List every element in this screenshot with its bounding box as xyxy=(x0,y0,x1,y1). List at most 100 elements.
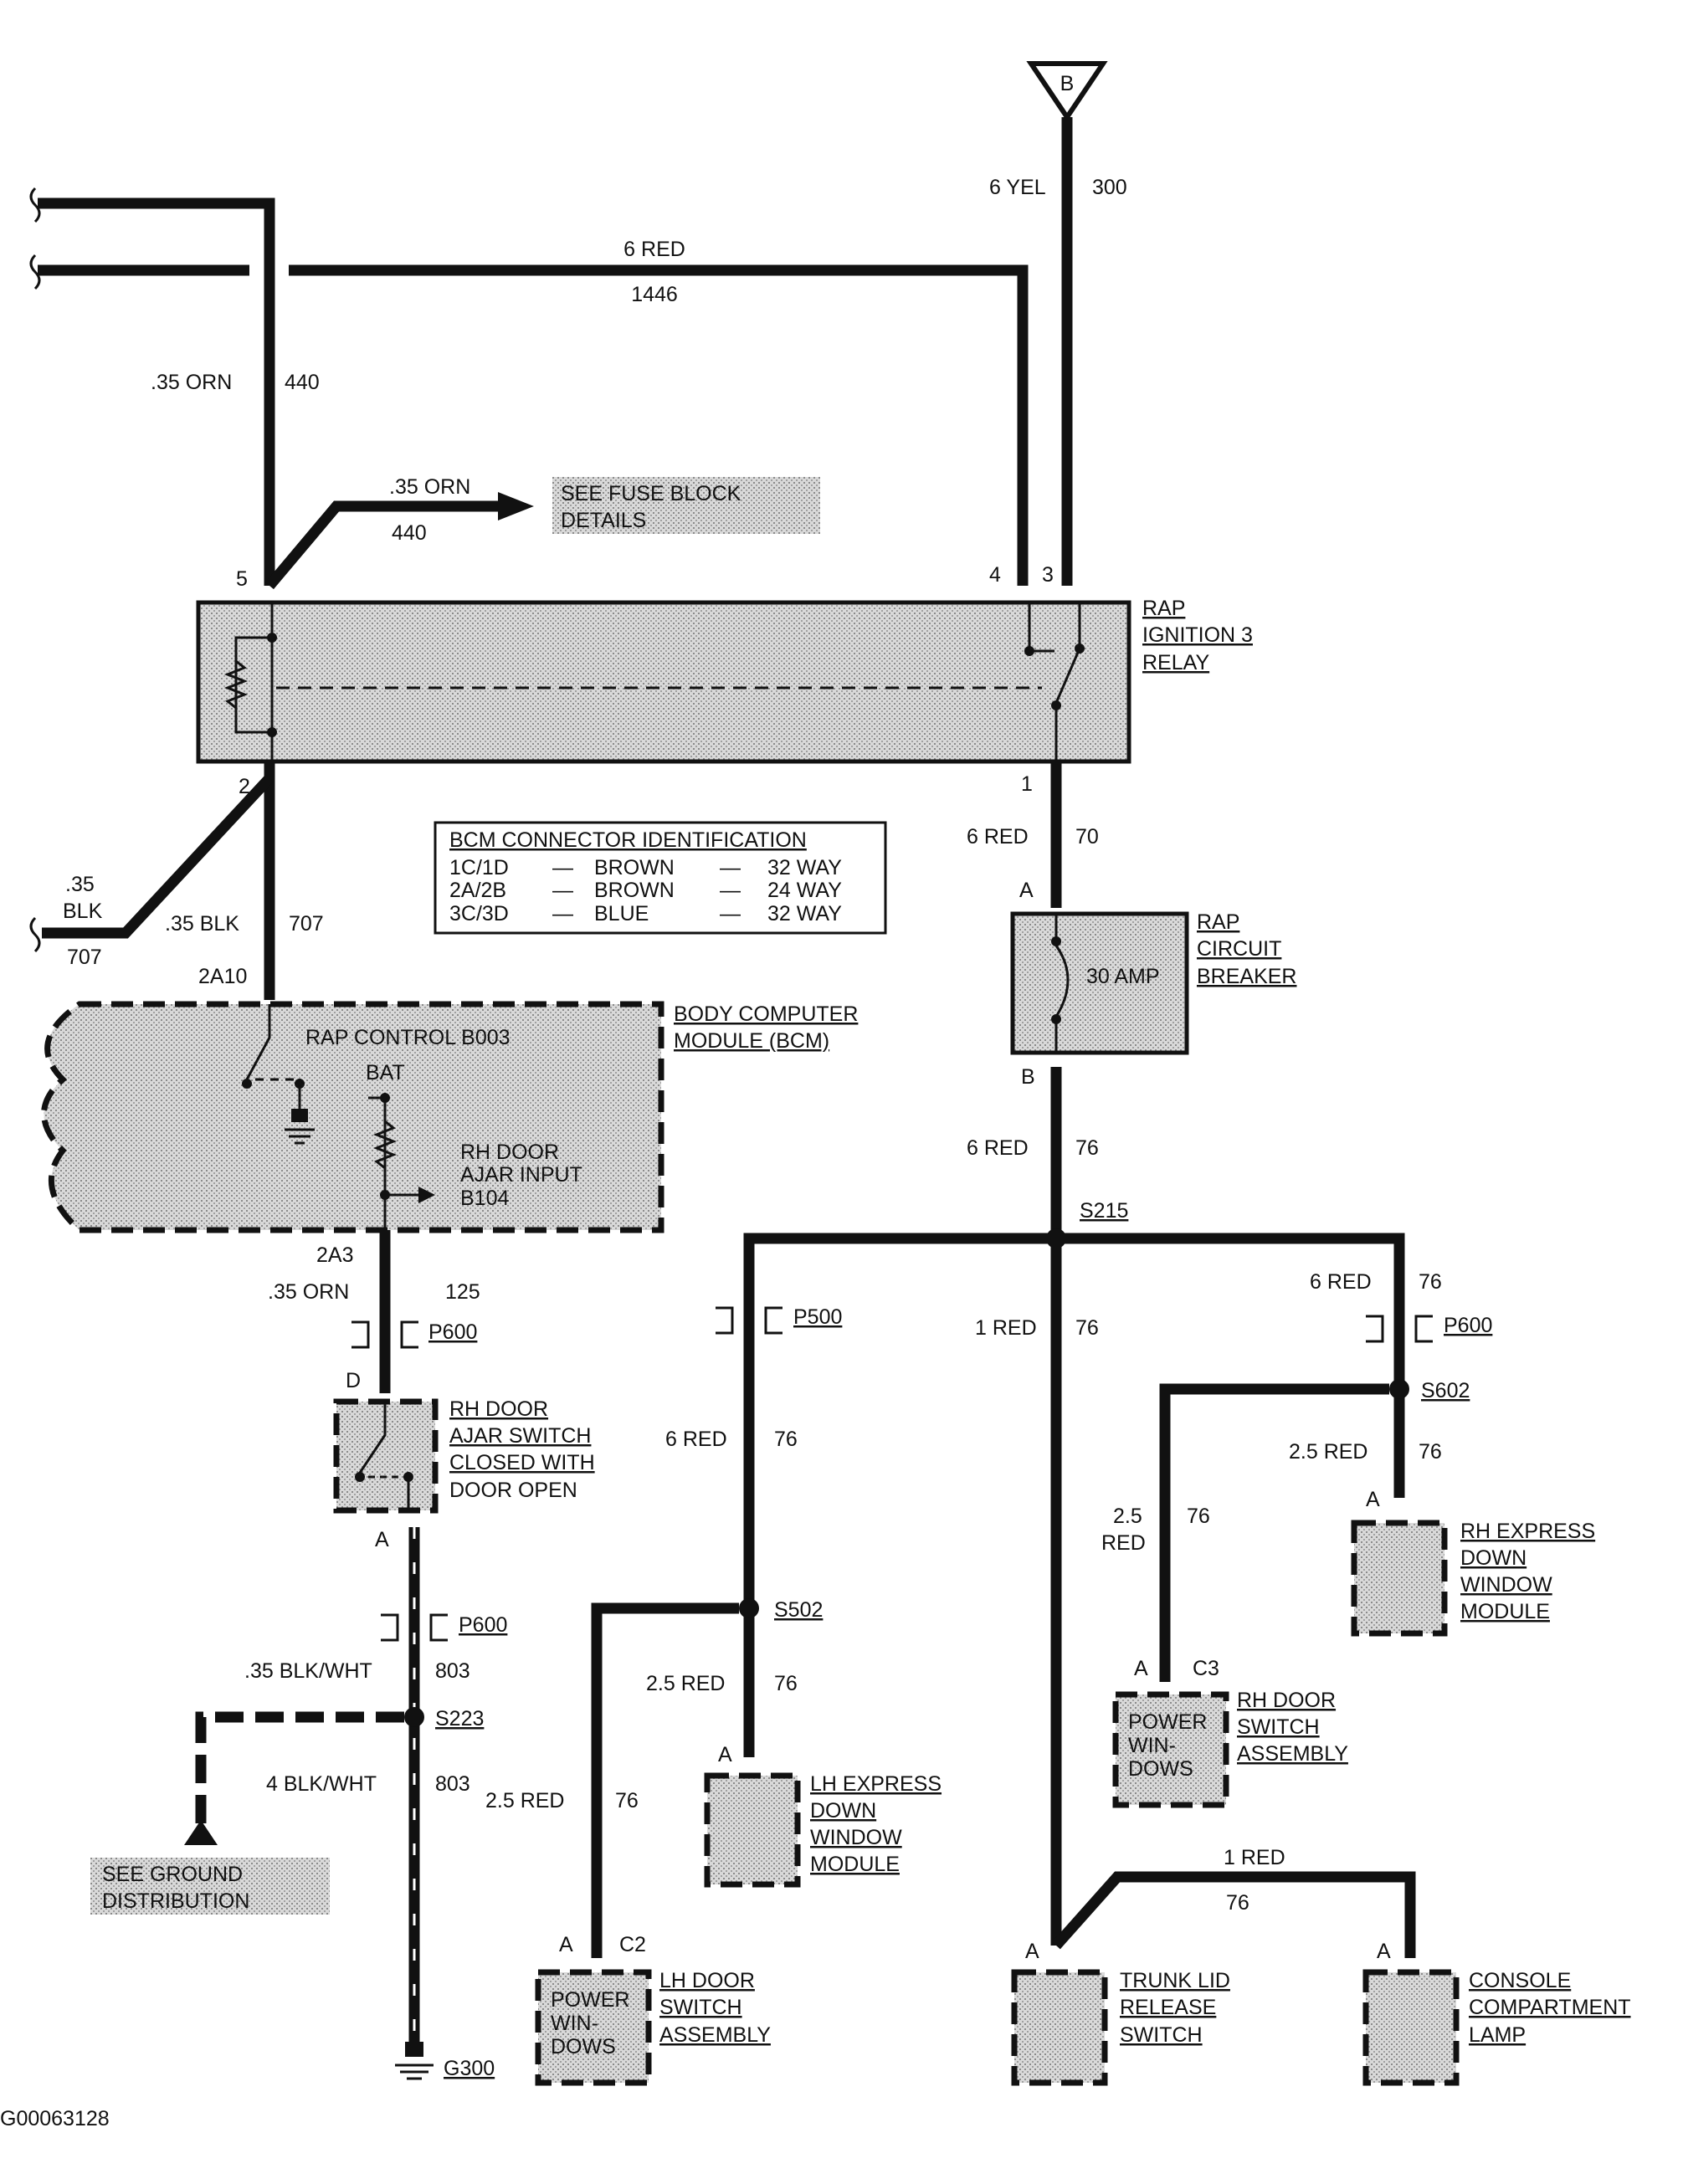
bcm-rap-control: RAP CONTROL B003 xyxy=(305,1026,511,1049)
ground-g300-label: G300 xyxy=(444,2057,495,2080)
rap-ignition-relay xyxy=(196,600,1131,764)
rh-switch-inner-2: WIN- xyxy=(1128,1734,1176,1757)
ground-branch-gauge: .35 xyxy=(65,873,95,896)
wire-707-ground-branch xyxy=(42,774,274,939)
lh-switch-wire-circuit: 76 xyxy=(615,1789,639,1812)
breaker-element xyxy=(1051,914,1070,1053)
connector-p600-2 xyxy=(381,1613,448,1642)
lh-switch-title-3: ASSEMBLY xyxy=(659,2023,771,2047)
wire-300-circuit: 300 xyxy=(1092,176,1127,199)
bcm-row-2-dash: — xyxy=(552,879,573,902)
splice-s223-label: S223 xyxy=(435,1707,484,1730)
bcm-input-2: AJAR INPUT xyxy=(460,1163,582,1187)
console-title-1: CONSOLE xyxy=(1469,1969,1571,1992)
wire-440 xyxy=(38,197,275,586)
wire-707-circuit: 707 xyxy=(289,912,324,936)
wire-76-rh-switch xyxy=(1159,1383,1389,1682)
console-title-3: LAMP xyxy=(1469,2023,1526,2047)
bcm-connector-table: BCM CONNECTOR IDENTIFICATION 1C/1D — BRO… xyxy=(434,821,887,935)
wire-76-circuit: 76 xyxy=(1075,1136,1099,1160)
wire-803b-circuit: 803 xyxy=(435,1772,470,1796)
trunk-title-1: TRUNK LID xyxy=(1120,1969,1230,1992)
connector-p500 xyxy=(716,1306,782,1335)
connector-p600-3-label: P600 xyxy=(1444,1314,1492,1337)
wire-803-circuit: 803 xyxy=(435,1659,470,1683)
splice-s502 xyxy=(739,1598,759,1618)
wire-76-lh-switch xyxy=(591,1602,739,1958)
bcm-row-2-pins: 2A/2B xyxy=(449,879,506,902)
lh-wire-circuit: 76 xyxy=(774,1428,798,1451)
wire-440-circuit: 440 xyxy=(285,371,320,394)
break-symbol-3 xyxy=(29,916,41,953)
lh-module-title-3: WINDOW xyxy=(810,1826,902,1849)
relay-title-2: IGNITION 3 xyxy=(1142,623,1253,647)
lh-module-wire-label: 2.5 RED xyxy=(646,1672,725,1695)
fuse-branch-label: .35 ORN xyxy=(389,475,470,499)
rh-switch-inner-1: POWER xyxy=(1128,1710,1207,1734)
rh-door-ajar-switch-contacts xyxy=(355,1402,413,1510)
rh-module-title-2: DOWN xyxy=(1460,1546,1527,1570)
rh-module-wire-circuit: 76 xyxy=(1419,1440,1442,1464)
relay-switch xyxy=(1024,602,1085,761)
break-symbol-1 xyxy=(29,187,41,223)
bcm-row-1-size: 32 WAY xyxy=(767,856,842,879)
breaker-rating: 30 AMP xyxy=(1086,965,1160,988)
breaker-title-2: CIRCUIT xyxy=(1197,937,1281,961)
connector-p600-1 xyxy=(351,1320,418,1349)
ground-g300-symbol xyxy=(395,2042,434,2080)
rh-express-down-window-module xyxy=(1351,1520,1448,1637)
relay-title-1: RAP xyxy=(1142,597,1185,620)
splice-s602 xyxy=(1389,1379,1409,1399)
wire-70-circuit: 70 xyxy=(1075,825,1099,848)
wire-803-label: .35 BLK/WHT xyxy=(244,1659,372,1683)
bcm-pin-out: 2A3 xyxy=(316,1243,353,1267)
lh-switch-title-2: SWITCH xyxy=(659,1996,742,2019)
lh-express-down-window-module xyxy=(704,1772,801,1888)
lh-module-title-2: DOWN xyxy=(810,1799,876,1823)
ground-note-2: DISTRIBUTION xyxy=(102,1889,249,1913)
bcm-row-2-size: 24 WAY xyxy=(767,879,842,902)
breaker-pin-b: B xyxy=(1021,1065,1035,1089)
switch-title-4: DOOR OPEN xyxy=(449,1479,577,1502)
relay-coil xyxy=(223,602,1042,761)
trunk-title-2: RELEASE xyxy=(1120,1996,1216,2019)
rh-module-title-3: WINDOW xyxy=(1460,1573,1552,1597)
wire-1446-circuit: 1446 xyxy=(631,283,678,306)
wire-76-bus xyxy=(743,1233,1405,1757)
wire-76-label: 6 RED xyxy=(967,1136,1029,1160)
fuse-branch-arrow xyxy=(498,492,534,520)
connector-p600-3 xyxy=(1366,1315,1433,1343)
switch-pin-a: A xyxy=(375,1528,389,1551)
wire-440-label: .35 ORN xyxy=(151,371,232,394)
bcm-row-3-color: BLUE xyxy=(594,902,649,925)
relay-pin-2: 2 xyxy=(239,775,250,798)
breaker-title-3: BREAKER xyxy=(1197,965,1296,988)
wire-125-label: .35 ORN xyxy=(268,1280,349,1304)
fuse-branch-circuit: 440 xyxy=(392,521,427,545)
wire-803b-label: 4 BLK/WHT xyxy=(266,1772,377,1796)
breaker-pin-a: A xyxy=(1019,879,1034,902)
lh-wire-label: 6 RED xyxy=(665,1428,727,1451)
wire-707-label: .35 BLK xyxy=(165,912,239,936)
bcm-row-3-size: 32 WAY xyxy=(767,902,842,925)
bcm-row-1-pins: 1C/1D xyxy=(449,856,509,879)
connector-p600-2-label: P600 xyxy=(459,1613,507,1637)
wire-1446-label: 6 RED xyxy=(623,238,685,261)
lh-switch-pin-a: A xyxy=(559,1933,573,1956)
relay-pin-3: 3 xyxy=(1042,563,1054,587)
ground-branch-arrow xyxy=(184,1820,218,1845)
rh-module-wire-label: 2.5 RED xyxy=(1289,1440,1367,1464)
console-compartment-lamp xyxy=(1362,1969,1460,2086)
splice-s502-label: S502 xyxy=(774,1598,823,1622)
relay-pin-4: 4 xyxy=(989,563,1001,587)
bcm-row-1-dash: — xyxy=(552,856,573,879)
trunk-lid-release-switch xyxy=(1011,1969,1108,2086)
rh-switch-wire-circuit: 76 xyxy=(1187,1505,1210,1528)
rh-door-switch-assembly xyxy=(1112,1691,1229,1808)
console-title-2: COMPARTMENT xyxy=(1469,1996,1631,2019)
ground-ref-box xyxy=(90,1858,330,1915)
connector-p600-1-label: P600 xyxy=(428,1320,477,1344)
ground-note-1: SEE GROUND xyxy=(102,1863,243,1886)
rap-circuit-breaker xyxy=(1010,911,1189,1055)
bcm-row-2-color: BROWN xyxy=(594,879,675,902)
